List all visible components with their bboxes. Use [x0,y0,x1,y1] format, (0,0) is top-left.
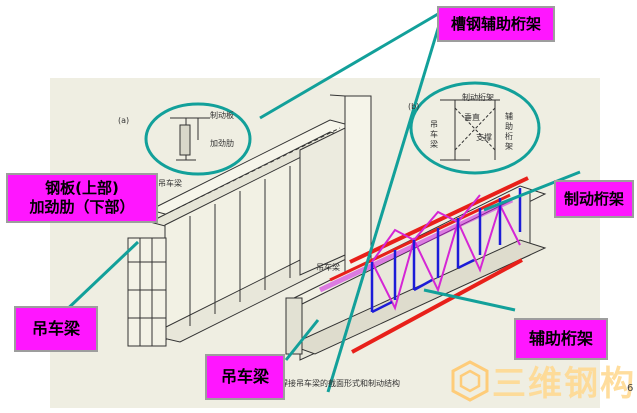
callout-aux-truss: 辅助桁架 [514,318,608,360]
inset-circle-right [409,81,541,175]
truss-diagonals [371,194,521,311]
callout-crane-beam-bottom: 吊车梁 [205,354,285,400]
left-beam-drawing [127,94,372,347]
inset-section-a [170,117,210,161]
callout-steel-plate-stiffener: 钢板(上部) 加劲肋（下部） [6,173,158,223]
page-number: 6 [627,383,634,394]
crane-beam-3d-label: 吊车梁 [316,263,340,272]
truss-verticals [370,188,522,314]
panel-a-label: (a) [118,116,130,125]
leader-lines [58,12,581,393]
aux-truss-inset-label: 辅助桁架 [505,112,513,151]
figure-caption: 焊接吊车梁的截面形式和制动结构 [280,379,400,388]
brake-plate-label: 制动板 [210,111,234,120]
vertical-label: 垂直 [464,113,480,122]
panel-b-label: (b) [408,102,420,111]
crane-beam-inset-b-label: 吊车梁 [430,120,438,149]
inset-circle-left [144,102,252,176]
callout-crane-beam-left: 吊车梁 [14,306,98,352]
brake-truss-inset-label: 制动桁架 [462,93,494,102]
hexagon-logo-icon [451,359,489,402]
stiffener-label: 加劲肋 [210,139,234,148]
crane-beam-inset-label: 吊车梁 [158,179,182,188]
callout-brake-truss: 制动桁架 [554,180,634,218]
brand-logo: 三维钢构 [448,356,636,405]
logo-text: 三维钢构 [492,364,636,404]
callout-channel-aux-truss: 槽钢辅助桁架 [437,6,555,42]
support-label: 支撑 [476,133,492,142]
